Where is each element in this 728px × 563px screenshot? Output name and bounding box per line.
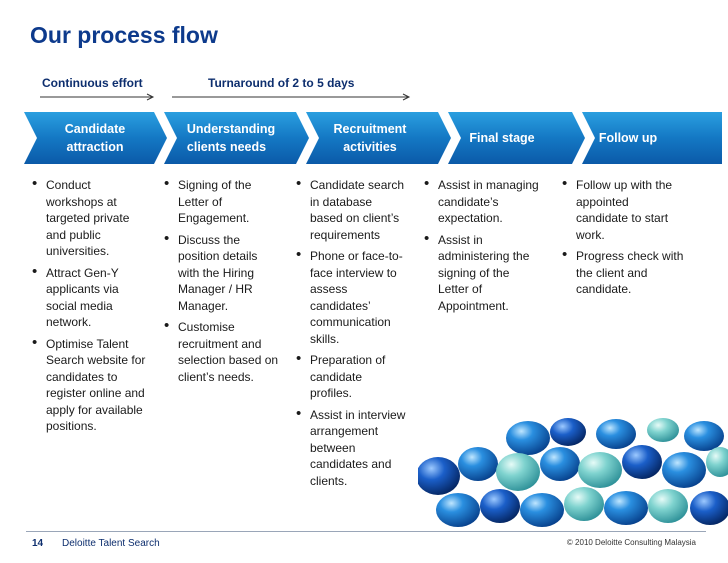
turnaround-label: Turnaround of 2 to 5 days xyxy=(208,76,355,90)
chevron-step-2 xyxy=(164,112,309,164)
step-candidate-attraction: Candidate attraction xyxy=(64,122,126,154)
copyright-notice: © 2010 Deloitte Consulting Malaysia xyxy=(566,538,696,547)
column-candidate-attraction: Conduct workshops at targeted private an… xyxy=(30,176,162,440)
column-understanding-clients: Signing of the Letter of Engagement. Dis… xyxy=(162,176,294,390)
bullet-item: Follow up with the appointed candidate t… xyxy=(560,176,710,243)
column-final-stage: Assist in managing candidate’s expectati… xyxy=(422,176,562,319)
bullet-item: Signing of the Letter of Engagement. xyxy=(162,176,294,227)
continuous-arrow xyxy=(40,93,155,101)
bullet-item: Optimise Talent Search website for candi… xyxy=(30,335,162,435)
bullet-item: Candidate search in database based on cl… xyxy=(294,176,424,243)
bullet-item: Progress check with the client and candi… xyxy=(560,247,710,298)
step-follow-up: Follow up xyxy=(598,131,658,145)
bullet-item: Attract Gen-Y applicants via social medi… xyxy=(30,264,162,331)
bullet-item: Customise recruitment and selection base… xyxy=(162,318,294,385)
column-recruitment-activities: Candidate search in database based on cl… xyxy=(294,176,424,494)
chevron-step-5 xyxy=(582,112,722,164)
step-understanding-clients: Understanding clients needs xyxy=(186,122,276,154)
bullet-item: Assist in interview arrangement between … xyxy=(294,406,424,490)
page-number: 14 xyxy=(32,538,44,549)
footer-title: Deloitte Talent Search xyxy=(62,538,160,549)
bullet-item: Discuss the position details with the Hi… xyxy=(162,231,294,315)
bullet-item: Assist in managing candidate’s expectati… xyxy=(422,176,562,227)
bullet-item: Assist in administering the signing of t… xyxy=(422,231,562,315)
chevron-step-4 xyxy=(448,112,585,164)
footer-divider xyxy=(26,531,706,532)
step-recruitment-activities: Recruitment activities xyxy=(333,122,407,154)
bullet-item: Preparation of candidate profiles. xyxy=(294,351,424,402)
continuous-effort-label: Continuous effort xyxy=(42,76,143,90)
glass-beads-image xyxy=(418,418,728,527)
bullet-item: Phone or face-to- face interview to asse… xyxy=(294,247,424,347)
step-final-stage: Final stage xyxy=(469,131,535,145)
chevron-step-1 xyxy=(24,112,167,164)
bullet-item: Conduct workshops at targeted private an… xyxy=(30,176,162,260)
page-title: Our process flow xyxy=(30,22,218,48)
turnaround-arrow xyxy=(172,93,411,101)
column-follow-up: Follow up with the appointed candidate t… xyxy=(560,176,710,303)
process-chevrons xyxy=(24,112,722,164)
chevron-step-3 xyxy=(306,112,451,164)
